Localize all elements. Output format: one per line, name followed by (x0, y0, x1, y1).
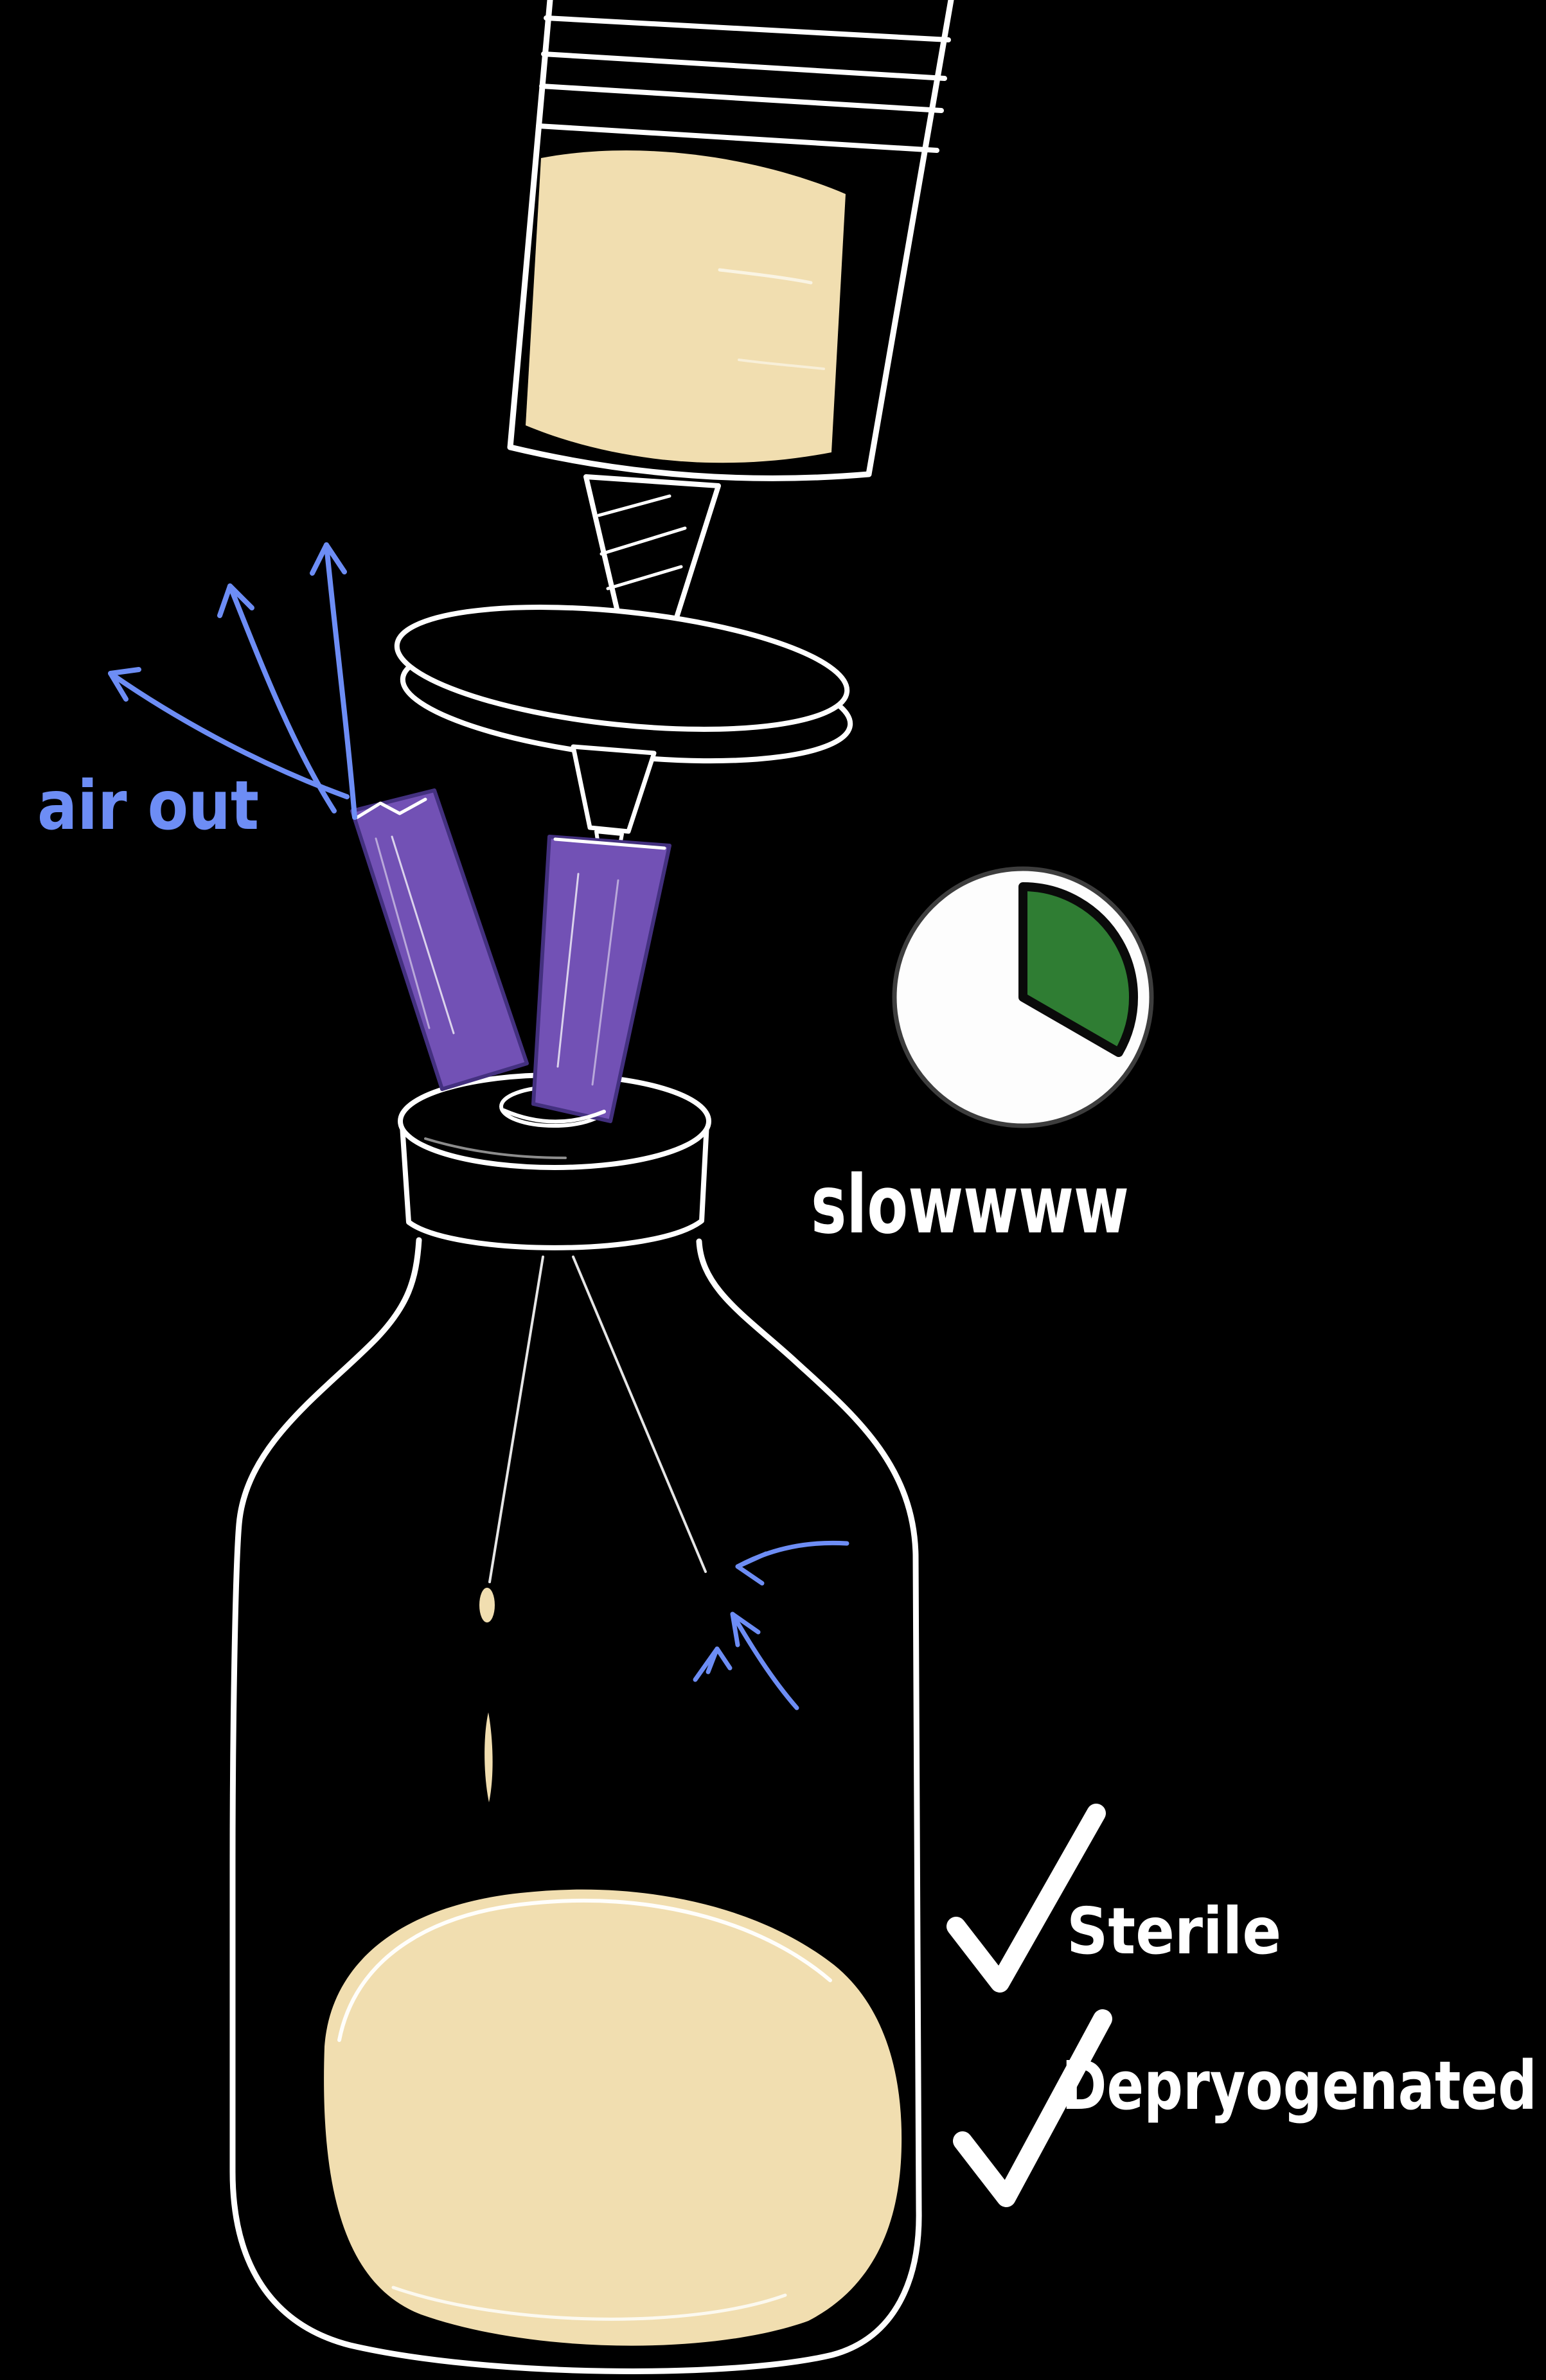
arrow-icon (227, 583, 337, 813)
syringe-liquid (526, 150, 846, 463)
syringe (507, 0, 954, 622)
pool-highlight-line (337, 1899, 832, 2042)
plunger-line (544, 15, 951, 42)
stopper-detail-line (424, 1137, 567, 1159)
plunger-line (536, 123, 939, 153)
liquid-drip (479, 1588, 495, 1802)
bottle-outline (229, 1237, 922, 2374)
liquid-highlight (738, 359, 825, 370)
arrow-icon (730, 1612, 799, 1710)
vent-needle (350, 788, 529, 1091)
pool-bottom-line (391, 2286, 787, 2321)
flow-arrows (693, 1540, 849, 1710)
syringe-filter (394, 605, 853, 871)
stopper-hole-front-rim (502, 1108, 606, 1124)
checkmark-icon (946, 1804, 1106, 1993)
bottle-stopper (398, 1072, 711, 1250)
depyrogenated-label: Depryogenated (1062, 2047, 1537, 2125)
checkmark-icon (953, 2009, 1112, 2207)
filter-outlet (571, 744, 657, 834)
slow-label: slowwww (811, 1159, 1129, 1252)
air-out-arrows (108, 542, 357, 820)
checklist: Sterile Depryogenated (946, 1804, 1537, 2207)
plunger-line (539, 84, 944, 113)
syringe-barrel (507, 0, 954, 481)
liquid-highlight (718, 268, 813, 285)
needles (350, 788, 671, 1123)
plunger-line (541, 51, 947, 81)
liquid-stream (488, 1256, 707, 1583)
clock-timer-icon (892, 866, 1154, 1128)
bottle-liquid-pool (324, 1889, 902, 2346)
clock-elapsed-wedge (1018, 882, 1139, 1057)
filling-needle (531, 835, 671, 1123)
sterile-label: Sterile (1067, 1894, 1281, 1969)
air-out-label: air out (37, 767, 259, 845)
syringe-nozzle (583, 474, 721, 622)
arrow-icon (324, 542, 357, 820)
filter-disc-top (394, 605, 850, 732)
